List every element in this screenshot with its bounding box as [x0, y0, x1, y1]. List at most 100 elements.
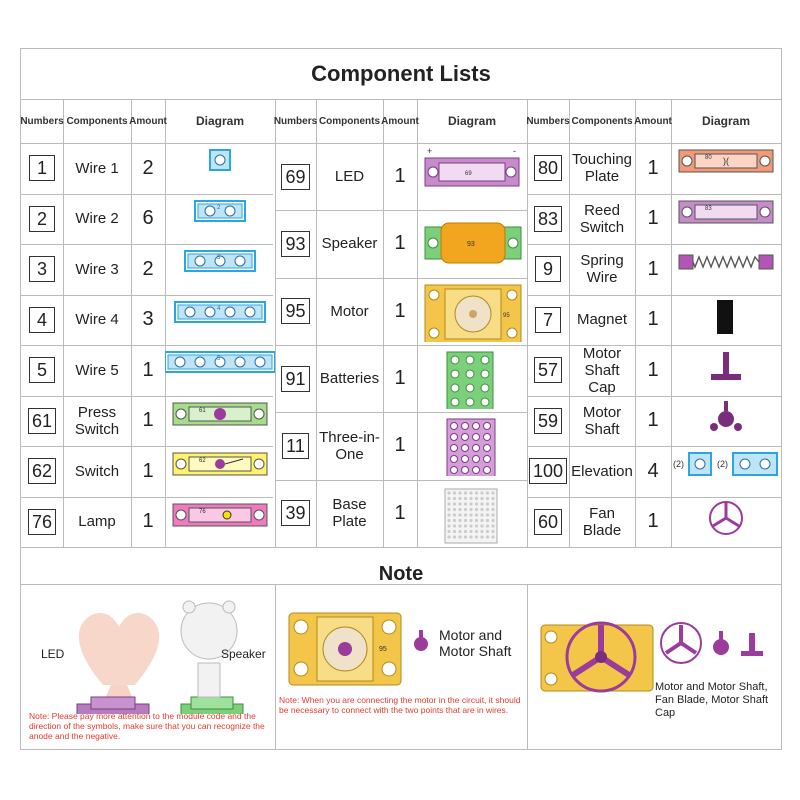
- component-amount: 6: [142, 207, 154, 230]
- diagram-cell: 3: [165, 244, 275, 295]
- component-name: Speaker: [321, 235, 378, 253]
- motor-caption: Motor and Motor Shaft: [439, 627, 512, 659]
- part-number: 69: [281, 163, 310, 190]
- divider: [21, 244, 273, 245]
- divider: [275, 479, 527, 481]
- diagram-cell: [417, 345, 527, 412]
- part-number-cell: 9: [527, 244, 569, 295]
- svg-text:76: 76: [199, 509, 206, 515]
- divider: [21, 143, 781, 144]
- led-label: LED: [41, 647, 65, 661]
- part-number-cell: 59: [527, 396, 569, 447]
- divider: [131, 99, 132, 547]
- svg-text:69: 69: [465, 171, 472, 177]
- divider: [21, 193, 273, 195]
- part-number: 93: [281, 230, 310, 257]
- diagram-cell: Magnet 7: [671, 295, 781, 346]
- part-number: 76: [27, 508, 57, 535]
- wire-1-icon: [209, 149, 231, 171]
- fan-assembly-illustration: [540, 621, 654, 693]
- diagram-cell: [671, 497, 781, 548]
- motor-shaft-icon: [338, 642, 352, 656]
- diagram-cell: 83: [671, 194, 781, 245]
- part-number: 2: [29, 205, 55, 232]
- divider: [569, 99, 570, 547]
- svg-text:4: 4: [217, 306, 221, 312]
- header-diagram: Diagram: [447, 114, 497, 128]
- part-number: 1: [29, 155, 55, 182]
- divider: [527, 496, 781, 498]
- part-number: 80: [533, 155, 563, 182]
- part-number: 83: [533, 205, 563, 232]
- component-amount: 1: [647, 308, 659, 331]
- component-name: Fan Blade: [582, 504, 622, 539]
- component-amount: 1: [394, 501, 406, 524]
- component-amount: 2: [142, 156, 154, 179]
- led-icon: +- 69: [424, 146, 520, 187]
- part-number: 60: [533, 508, 563, 535]
- divider: [527, 99, 528, 547]
- fan-caption: Motor and Motor Shaft, Fan Blade, Motor …: [655, 681, 769, 719]
- component-amount: 1: [142, 510, 154, 533]
- diagram-cell: (2) (2): [671, 446, 781, 497]
- diagram-cell: 76: [165, 497, 275, 548]
- component-name: Reed Switch: [579, 201, 625, 236]
- component-name: Motor Shaft: [582, 403, 622, 438]
- part-number: 7: [535, 306, 561, 333]
- component-name: Base Plate: [332, 496, 367, 531]
- wire-4-icon: 4: [174, 300, 266, 323]
- divider: [21, 749, 781, 750]
- fan-blade-icon: [709, 500, 743, 535]
- component-name: Motor Shaft Cap: [582, 344, 622, 396]
- component-name: Magnet: [576, 311, 628, 329]
- part-number: 57: [533, 357, 563, 384]
- component-amount: 3: [142, 308, 154, 331]
- motor-shaft-icon: [713, 639, 729, 655]
- note-motor-connection: Note: When you are connecting the motor …: [279, 695, 521, 715]
- part-number: 11: [282, 432, 309, 459]
- motor-shaft-cap-icon: [711, 352, 741, 380]
- component-name: Lamp: [78, 513, 116, 531]
- component-name: Three-in-One: [319, 428, 380, 463]
- header-components: Components: [571, 115, 633, 127]
- part-number: 95: [281, 298, 310, 325]
- divider: [21, 496, 273, 498]
- component-name: Batteries: [319, 370, 380, 388]
- diagram-cell: [417, 480, 527, 547]
- note-module-code: Note: Please pay more attention to the m…: [29, 711, 265, 741]
- header-numbers: Numbers: [526, 115, 570, 127]
- header-numbers: Numbers: [20, 115, 64, 127]
- switch-icon: 62: [172, 452, 268, 476]
- svg-text:-: -: [513, 146, 516, 156]
- press-switch-icon: 61: [172, 402, 268, 425]
- diagram-cell: [671, 396, 781, 447]
- svg-text:3: 3: [217, 255, 221, 261]
- part-number-cell: 62: [21, 446, 63, 497]
- part-number: 62: [27, 458, 57, 485]
- diagram-cell: [671, 345, 781, 396]
- component-name: Wire 3: [75, 260, 119, 278]
- svg-text:(2): (2): [717, 459, 728, 469]
- svg-text:)(: )(: [723, 156, 729, 166]
- part-number-cell: 80: [527, 143, 569, 194]
- diagram-cell: +- 69: [417, 143, 527, 210]
- part-number-cell: 11: [275, 412, 316, 479]
- base-plate-icon: [444, 487, 498, 543]
- divider: [275, 344, 527, 346]
- elevation-icon: (2) (2): [673, 452, 778, 476]
- part-number-cell: 57: [527, 345, 569, 396]
- speaker-grille-icon: [180, 602, 238, 660]
- component-amount: 1: [647, 409, 659, 432]
- component-amount: 1: [394, 434, 406, 457]
- diagram-cell: 62: [165, 446, 275, 497]
- lamp-icon: 76: [172, 503, 268, 526]
- svg-text:Magnet 7: Magnet 7: [734, 298, 740, 321]
- svg-text:95: 95: [379, 646, 387, 653]
- part-number-cell: 3: [21, 244, 63, 295]
- divider: [527, 244, 781, 245]
- component-name: Spring Wire: [580, 252, 624, 287]
- divider: [417, 99, 418, 547]
- part-number: 5: [29, 357, 55, 384]
- divider: [21, 446, 273, 447]
- component-name: Wire 2: [75, 210, 119, 228]
